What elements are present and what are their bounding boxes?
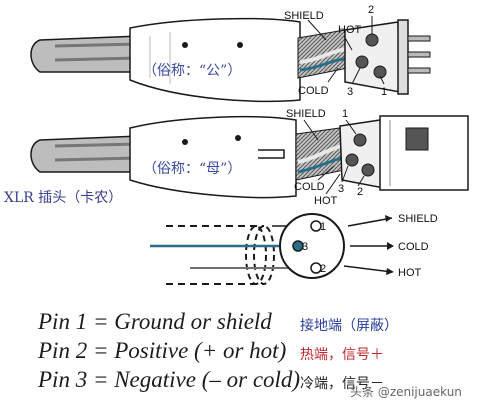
watermark: 头条 @zenijuaekun xyxy=(350,385,462,399)
female-alias-label: （俗称：“母”） xyxy=(143,161,242,177)
pin-row-1: Pin 1 = Ground or shield 接地端（屏蔽） xyxy=(0,309,500,341)
female-label-hot: HOT xyxy=(314,195,338,207)
male-leader-3 xyxy=(351,67,361,85)
female-cable-jacket xyxy=(30,135,141,173)
male-label-pin1: 1 xyxy=(381,86,387,98)
male-solder-cup-c xyxy=(373,65,387,79)
female-label-pin2: 2 xyxy=(357,186,363,198)
male-label-pin2: 2 xyxy=(368,4,374,16)
pin-2-chinese: 热端，信号＋ xyxy=(300,347,384,363)
pin-1-chinese: 接地端（屏蔽） xyxy=(300,318,398,334)
male-label-cold: COLD xyxy=(298,85,329,97)
schematic-shield-label: SHIELD xyxy=(398,213,438,225)
male-leader-1 xyxy=(379,75,385,85)
xlr-face-circle xyxy=(279,213,345,279)
male-pin-top xyxy=(407,35,431,42)
cable-shield-end-right xyxy=(253,225,275,285)
female-solder-cup-c xyxy=(361,163,375,177)
male-solder-cup-b xyxy=(355,55,369,69)
male-label-hot: HOT xyxy=(338,24,362,36)
pin-1-definition: Pin 1 = Ground or shield xyxy=(38,309,272,334)
female-label-pin1: 1 xyxy=(342,108,348,120)
female-insert-housing xyxy=(339,119,385,189)
pin-3-definition: Pin 3 = Negative (– or cold) xyxy=(38,367,301,392)
female-leader-cold xyxy=(317,165,335,181)
pin-row-3: Pin 3 = Negative (– or cold) 冷端，信号－ xyxy=(0,367,500,399)
female-label-shield: SHIELD xyxy=(286,108,326,120)
pin-1-dot xyxy=(310,220,322,232)
pin-2-definition: Pin 2 = Positive (+ or hot) xyxy=(38,338,287,363)
female-leader-1 xyxy=(345,119,357,135)
female-connector-body xyxy=(129,115,297,199)
female-connector: SHIELD 1 COLD 3 2 HOT xyxy=(30,108,469,207)
female-latch-slot xyxy=(258,149,285,159)
male-screw-hole-right xyxy=(237,42,243,48)
female-leader-3 xyxy=(341,165,349,183)
female-leader-2 xyxy=(357,175,365,187)
male-connector-body xyxy=(129,17,301,103)
female-label-cold: COLD xyxy=(294,181,325,193)
male-pin-mid xyxy=(407,51,431,58)
female-shell xyxy=(379,115,469,191)
female-solder-cup-a xyxy=(353,133,367,147)
male-cable-stripe xyxy=(54,42,141,62)
male-flange xyxy=(397,19,409,95)
female-cable-stripe xyxy=(54,142,141,162)
male-leader-shield xyxy=(307,19,327,41)
schematic-pin1-label: 1 xyxy=(320,221,326,233)
female-leader-hot xyxy=(325,173,341,195)
female-solder-cup-b xyxy=(345,153,359,167)
pin-row-2: Pin 2 = Positive (+ or hot) 热端，信号＋ xyxy=(0,338,500,370)
female-screw-hole-left xyxy=(182,139,188,145)
pin-3-chinese: 冷端，信号－ xyxy=(300,376,384,392)
male-connector: SHIELD HOT COLD 2 3 1 xyxy=(30,4,431,103)
pin-3-dot xyxy=(292,240,304,252)
female-label-pin3: 3 xyxy=(338,183,344,195)
arrow-shield xyxy=(347,215,393,227)
male-screw-hole-left xyxy=(182,42,188,48)
male-leader-hot xyxy=(343,35,353,51)
male-grip-lines xyxy=(149,32,171,84)
female-leader-shield xyxy=(303,119,319,141)
xlr-title: XLR 插头（卡农） xyxy=(4,190,123,206)
cable-shield-end-left xyxy=(245,225,267,285)
male-label-shield: SHIELD xyxy=(284,10,324,22)
male-pin-bot xyxy=(407,67,431,74)
arrow-hot xyxy=(343,265,394,275)
schematic-hot-label: HOT xyxy=(398,267,422,279)
male-label-pin3: 3 xyxy=(347,86,353,98)
pin-schematic: 1 3 2 SHIELD COLD HOT xyxy=(150,213,438,285)
schematic-pin2-label: 2 xyxy=(320,263,326,275)
female-screw-hole-right xyxy=(235,135,241,141)
male-solder-cup-a xyxy=(365,33,379,47)
pin-2-dot xyxy=(310,262,322,274)
arrow-cold xyxy=(350,242,394,250)
male-cable-jacket xyxy=(30,35,141,73)
schematic-pin3-label: 3 xyxy=(302,241,308,253)
male-leader-cold xyxy=(327,67,339,83)
male-alias-label: （俗称：“公”） xyxy=(143,63,242,79)
female-latch-button xyxy=(405,127,429,151)
schematic-cold-label: COLD xyxy=(398,241,429,253)
